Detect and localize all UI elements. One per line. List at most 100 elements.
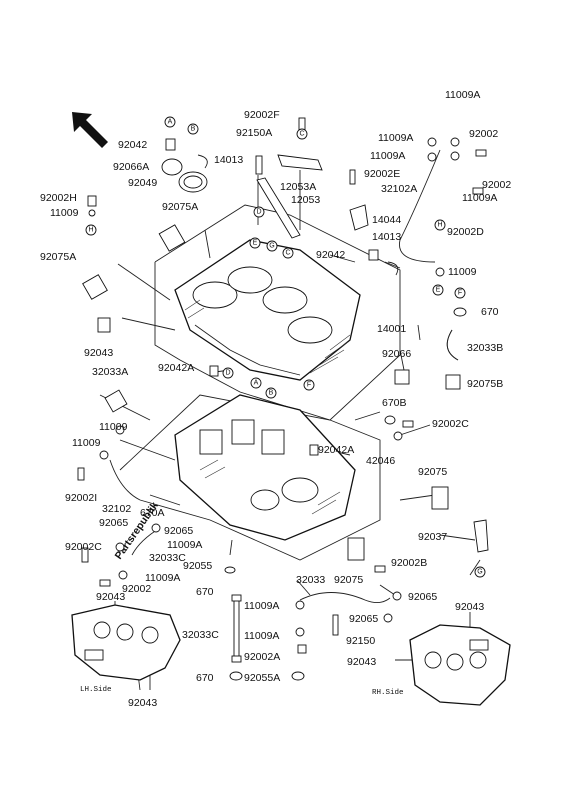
callout-label: 670 — [196, 672, 214, 684]
lh-side-label: LH.Side — [80, 686, 112, 694]
callout-label: 92043 — [128, 697, 157, 709]
callout-label: 92002H — [40, 192, 77, 204]
callout-label: 92002B — [391, 557, 427, 569]
callout-label: 92066A — [113, 161, 149, 173]
callout-label: 92065 — [164, 525, 193, 537]
callout-label: 11009 — [50, 207, 79, 219]
svg-text:F: F — [458, 290, 462, 297]
callout-label: 14013 — [372, 231, 401, 243]
callout-label: 92075 — [418, 466, 447, 478]
callout-label: 11009 — [72, 437, 101, 449]
svg-text:B: B — [191, 126, 196, 133]
rh-side-label: RH.Side — [372, 689, 404, 697]
callout-label: 670 — [481, 306, 499, 318]
ref-marker-d2: D — [222, 367, 234, 379]
callout-label: 92043 — [96, 591, 125, 603]
ref-marker-f: F — [454, 287, 466, 299]
callout-label: 92002 — [469, 128, 498, 140]
callout-label: 14001 — [377, 323, 406, 335]
ref-marker-f2: F — [303, 379, 315, 391]
ref-marker-g: G — [266, 240, 278, 252]
callout-label: 92042 — [118, 139, 147, 151]
callout-label: 92042A — [158, 362, 194, 374]
ref-marker-a2: A — [250, 377, 262, 389]
callout-label: 670A — [140, 507, 165, 519]
ref-markers: A B C D H E G C H E F D A B F G — [85, 116, 486, 578]
svg-text:E: E — [436, 287, 441, 294]
callout-label: 32102 — [102, 503, 131, 515]
callout-label: 11009A — [167, 539, 202, 551]
svg-text:A: A — [168, 119, 173, 126]
svg-text:G: G — [269, 243, 274, 250]
ref-marker-c: C — [296, 128, 308, 140]
svg-text:D: D — [256, 209, 261, 216]
lh-side-cover — [71, 604, 181, 681]
callout-label: 92075A — [162, 201, 198, 213]
upper-crankcase — [174, 239, 361, 381]
callout-label: 92055A — [244, 672, 280, 684]
callout-label: 11009 — [99, 421, 128, 433]
callout-label: 11009A — [445, 89, 480, 101]
ref-marker-b: B — [187, 123, 199, 135]
callout-label: 11009A — [462, 192, 497, 204]
ref-marker-e: E — [249, 237, 261, 249]
callout-label: 670B — [382, 397, 407, 409]
callout-label: 92002 — [482, 179, 511, 191]
callout-label: 92043 — [347, 656, 376, 668]
lower-crankcase — [174, 394, 356, 541]
svg-text:H: H — [437, 222, 442, 229]
callout-label: 11009A — [378, 132, 413, 144]
callout-label: 11009A — [145, 572, 180, 584]
callout-label: 92002F — [244, 109, 280, 121]
callout-label: 92065 — [99, 517, 128, 529]
svg-text:B: B — [269, 390, 274, 397]
callout-label: 12053 — [291, 194, 320, 206]
svg-text:A: A — [254, 380, 259, 387]
svg-text:C: C — [299, 131, 304, 138]
callout-label: 32033C — [182, 629, 219, 641]
callout-label: 14013 — [214, 154, 243, 166]
callout-label: 92042 — [316, 249, 345, 261]
callout-labels: 92042 92066A 92049 14013 92002F 92150A 1… — [40, 89, 511, 709]
callout-label: 92002D — [447, 226, 484, 238]
ref-marker-c2: C — [282, 247, 294, 259]
callout-label: 92065 — [349, 613, 378, 625]
callout-label: 32033C — [149, 552, 186, 564]
callout-label: 11009A — [370, 150, 405, 162]
callout-label: 92075A — [40, 251, 76, 263]
front-arrow-icon — [72, 112, 108, 148]
ref-marker-h: H — [85, 224, 97, 236]
callout-label: 92002A — [244, 651, 280, 663]
callout-label: 92075 — [334, 574, 363, 586]
callout-label: 92002E — [364, 168, 400, 180]
callout-label: 92075B — [467, 378, 503, 390]
callout-label: 92043 — [455, 601, 484, 613]
callout-label: 92150 — [346, 635, 375, 647]
svg-text:C: C — [285, 250, 290, 257]
callout-label: 92150A — [236, 127, 272, 139]
callout-label: 42046 — [366, 455, 395, 467]
callout-label: 92002I — [65, 492, 97, 504]
ref-marker-d: D — [253, 206, 265, 218]
svg-text:G: G — [477, 569, 482, 576]
small-parts — [77, 117, 489, 681]
callout-label: 92055 — [183, 560, 212, 572]
ref-marker-g2: G — [474, 566, 486, 578]
callout-label: 92037 — [418, 531, 447, 543]
ref-marker-e2: E — [432, 284, 444, 296]
callout-label: 670 — [196, 586, 214, 598]
callout-label: 92065 — [408, 591, 437, 603]
ref-marker-b2: B — [265, 387, 277, 399]
callout-label: 32033B — [467, 342, 503, 354]
callout-label: 92002C — [65, 541, 102, 553]
callout-label: 11009A — [244, 600, 279, 612]
svg-text:E: E — [253, 240, 258, 247]
callout-label: 32033A — [92, 366, 128, 378]
callout-label: 14044 — [372, 214, 401, 226]
callout-label: 32033 — [296, 574, 325, 586]
callout-label: 92002C — [432, 418, 469, 430]
callout-label: 92049 — [128, 177, 157, 189]
callout-label: 11009A — [244, 630, 279, 642]
ref-marker-a: A — [164, 116, 176, 128]
